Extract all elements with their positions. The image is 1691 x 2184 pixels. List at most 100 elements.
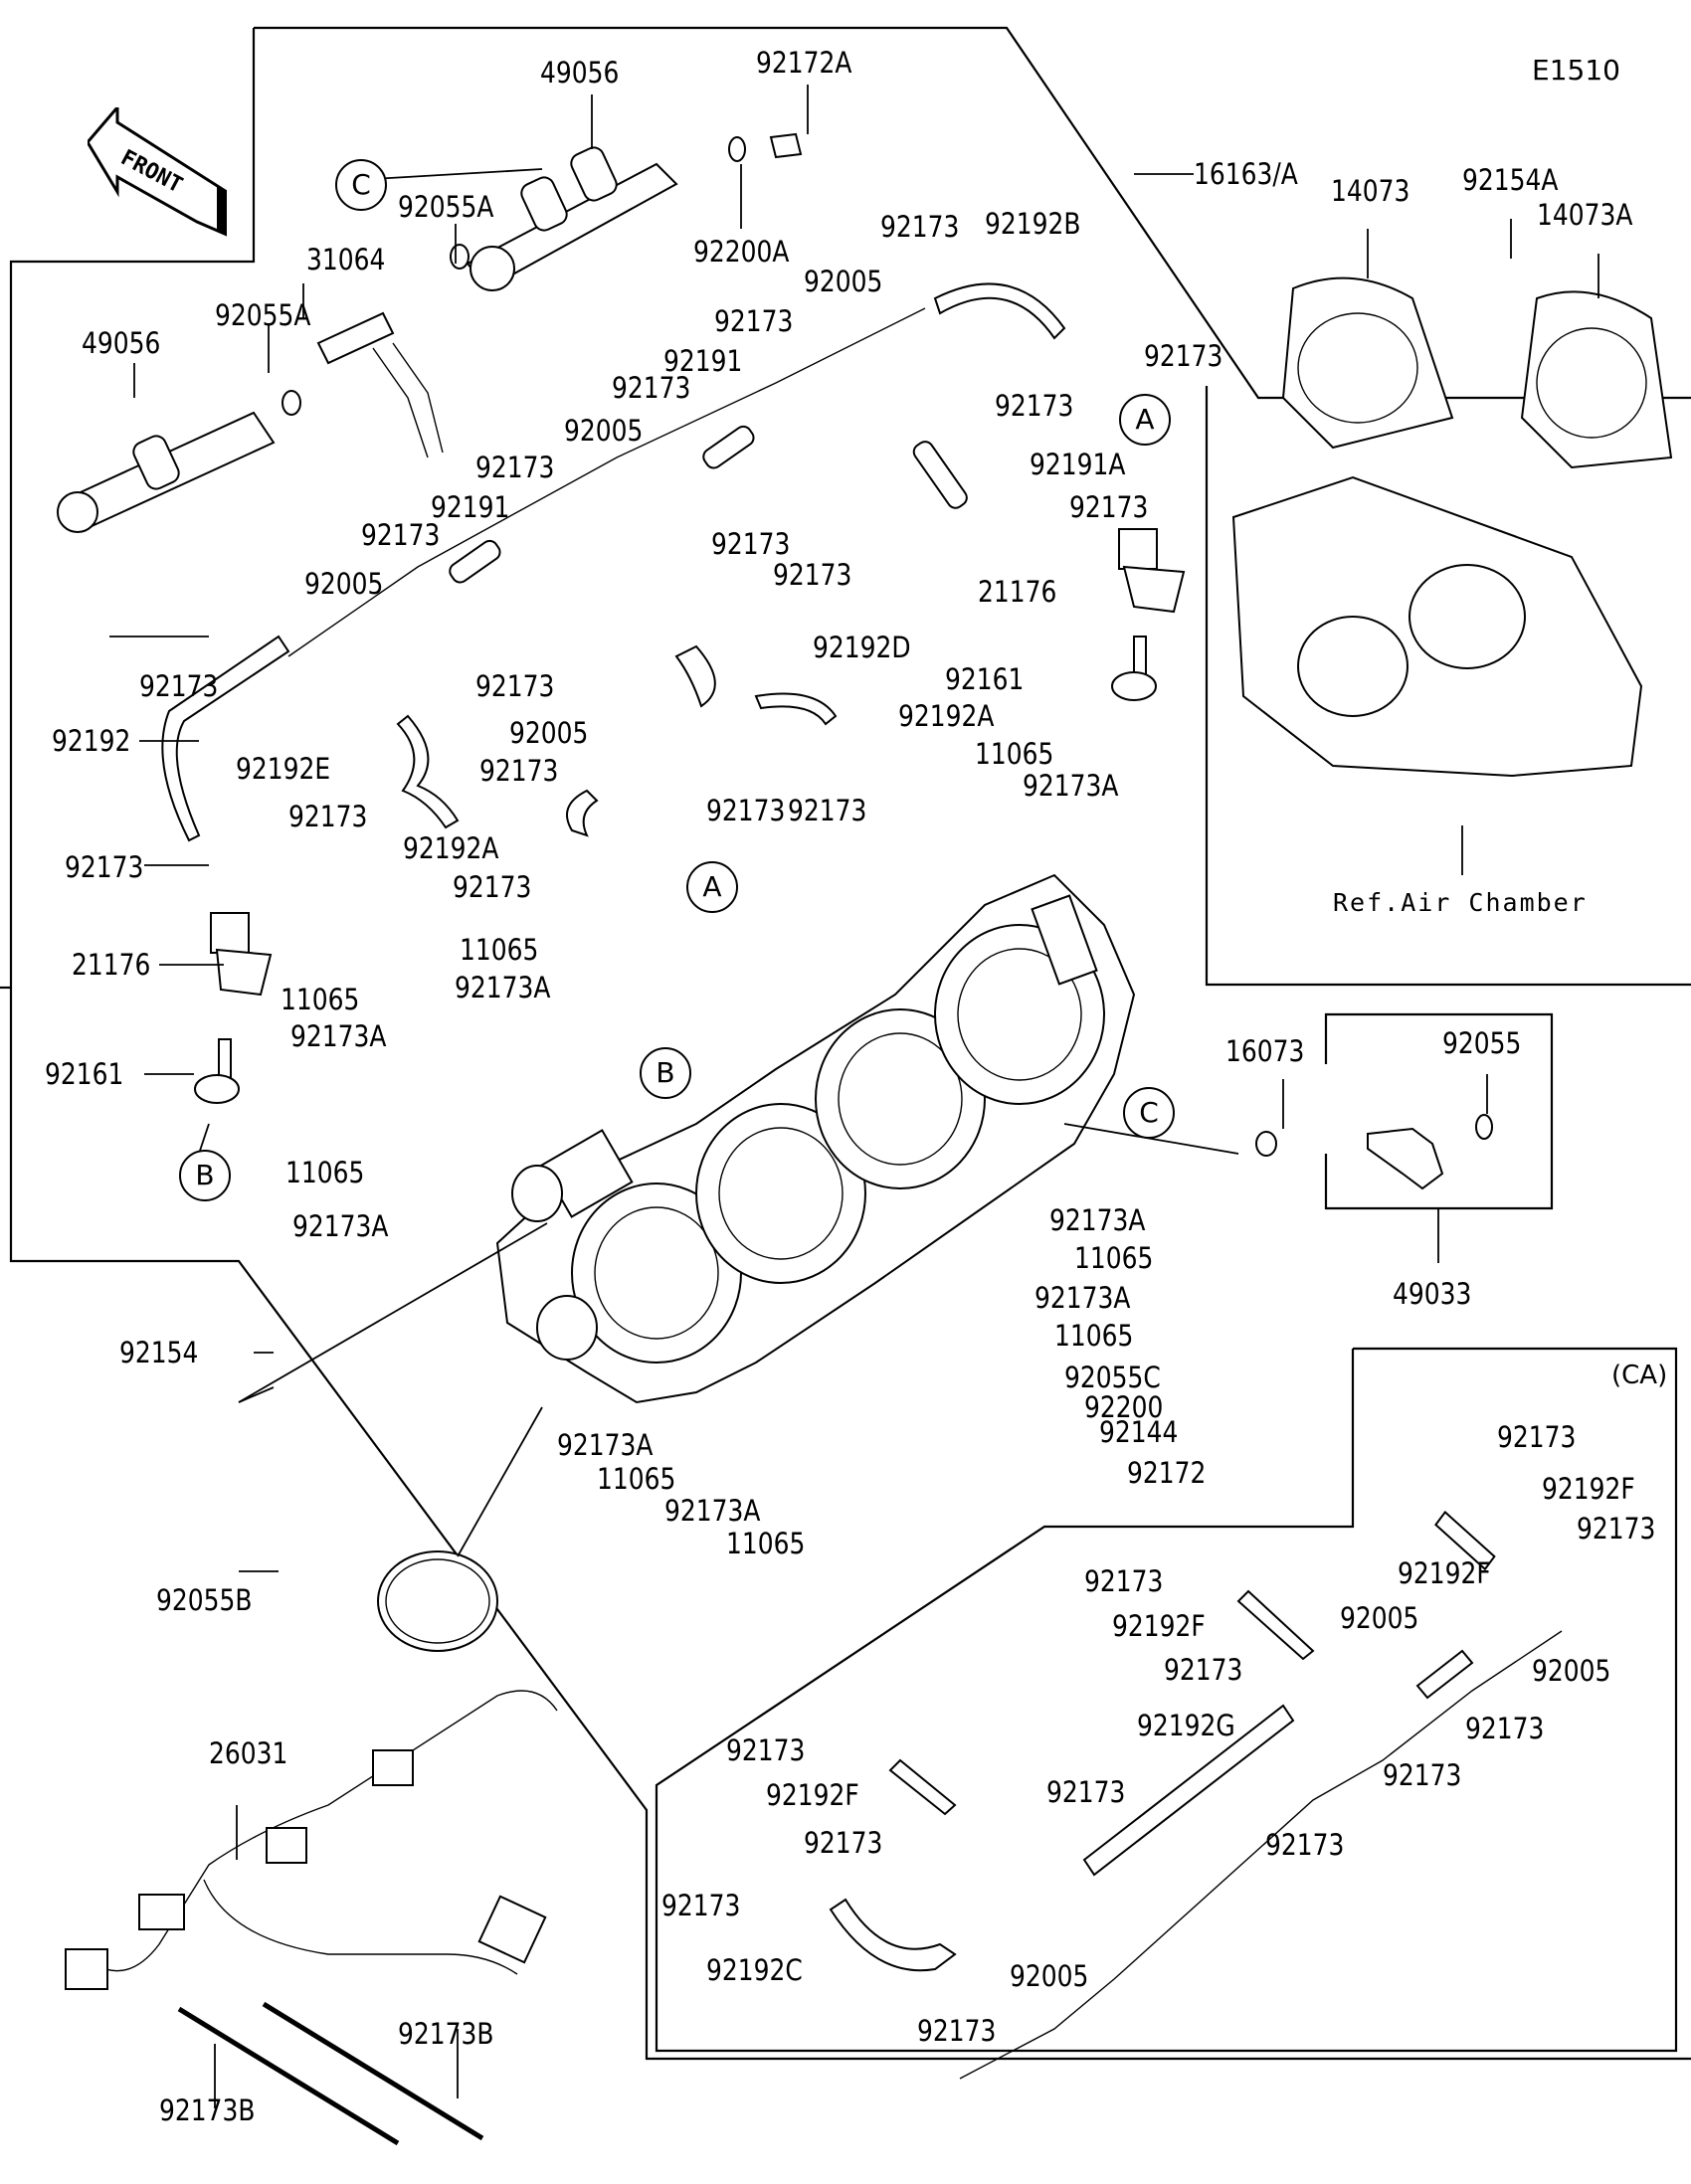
part-label[interactable]: 92192F [1112, 1609, 1206, 1643]
part-label[interactable]: 92173 [453, 870, 532, 904]
ref-marker-a-body: A [686, 861, 738, 913]
part-label[interactable]: 92173A [664, 1494, 761, 1528]
part-label[interactable]: 92173A [1034, 1281, 1131, 1315]
part-label[interactable]: 92055 [1442, 1026, 1522, 1060]
part-label[interactable]: 92173 [139, 669, 219, 703]
part-label[interactable]: 92173 [612, 371, 691, 405]
part-label[interactable]: 92173 [1144, 339, 1223, 373]
part-label[interactable]: 92173 [714, 304, 794, 338]
part-label[interactable]: 92173 [1383, 1758, 1462, 1792]
part-label[interactable]: 14073 [1331, 174, 1410, 208]
part-label[interactable]: 92173 [711, 527, 791, 561]
part-label[interactable]: 92191 [431, 490, 510, 524]
part-label[interactable]: 92161 [945, 662, 1025, 696]
part-label[interactable]: 92144 [1099, 1415, 1179, 1449]
part-label[interactable]: 11065 [1074, 1241, 1154, 1275]
part-label[interactable]: 11065 [597, 1462, 676, 1496]
fuel-rail-lower [57, 411, 276, 533]
part-label[interactable]: 92173 [1164, 1653, 1243, 1687]
part-label[interactable]: 92173 [1577, 1512, 1656, 1546]
map-sensor-right [1118, 528, 1186, 614]
part-label[interactable]: 92192F [1398, 1556, 1491, 1590]
part-label[interactable]: 92173 [880, 210, 960, 244]
part-label[interactable]: 92173A [557, 1428, 654, 1462]
part-label[interactable]: 92191 [663, 344, 743, 378]
part-label[interactable]: 11065 [1054, 1319, 1134, 1353]
part-label[interactable]: 92005 [1340, 1601, 1419, 1635]
part-label[interactable]: 16073 [1225, 1034, 1305, 1068]
part-label[interactable]: 92173 [917, 2014, 997, 2048]
part-label[interactable]: 92173A [1049, 1203, 1146, 1237]
part-label[interactable]: 49056 [540, 56, 620, 90]
part-label[interactable]: 92005 [1532, 1654, 1611, 1688]
part-label[interactable]: 92055A [215, 298, 311, 332]
part-label[interactable]: 92173 [361, 518, 441, 552]
part-label[interactable]: 92173 [288, 800, 368, 833]
part-label[interactable]: 14073A [1537, 198, 1633, 232]
part-label[interactable]: 92173A [292, 1209, 389, 1243]
part-label[interactable]: 11065 [460, 933, 539, 967]
part-label[interactable]: 11065 [975, 737, 1054, 771]
part-label[interactable]: 92173A [290, 1019, 387, 1053]
part-label[interactable]: 92192D [813, 631, 911, 664]
part-label[interactable]: 11065 [281, 983, 360, 1016]
part-label[interactable]: 92173 [1465, 1712, 1545, 1745]
cable-tie-2 [262, 2001, 484, 2141]
part-label[interactable]: 92173A [455, 971, 551, 1004]
part-label[interactable]: 21176 [72, 948, 151, 982]
part-label[interactable]: 92005 [509, 716, 589, 750]
plug-right [1111, 636, 1157, 701]
part-label[interactable]: 21176 [978, 575, 1057, 609]
part-label[interactable]: 92173B [159, 2093, 256, 2127]
part-label[interactable]: 92191A [1030, 448, 1126, 481]
part-label[interactable]: 92200 [1084, 1390, 1164, 1424]
part-label[interactable]: 92173 [1069, 490, 1149, 524]
part-label[interactable]: 92005 [804, 265, 883, 298]
part-label[interactable]: 92154A [1462, 163, 1559, 197]
part-label[interactable]: 92192F [1542, 1472, 1635, 1506]
part-label[interactable]: 92005 [564, 414, 644, 448]
part-label[interactable]: 92154 [119, 1336, 199, 1369]
part-label[interactable]: 92173 [1265, 1828, 1345, 1862]
part-label[interactable]: 92173 [1497, 1420, 1577, 1454]
part-label[interactable]: 92192 [52, 724, 131, 758]
part-label[interactable]: 92173 [475, 669, 555, 703]
part-label[interactable]: 92173 [475, 451, 555, 484]
part-label[interactable]: 92173 [706, 794, 786, 827]
part-label[interactable]: 92173 [479, 754, 559, 788]
part-label[interactable]: 92173 [773, 558, 852, 592]
part-label[interactable]: 11065 [285, 1156, 365, 1189]
part-label[interactable]: 92173 [788, 794, 867, 827]
part-label[interactable]: 92161 [45, 1057, 124, 1091]
part-label[interactable]: 92173 [726, 1733, 806, 1767]
part-label[interactable]: 92055C [1064, 1361, 1161, 1394]
part-label[interactable]: 92005 [1010, 1959, 1089, 1993]
part-label[interactable]: 26031 [209, 1736, 288, 1770]
part-label[interactable]: 92055A [398, 190, 494, 224]
part-label[interactable]: 92192C [706, 1953, 803, 1987]
part-label[interactable]: 16163/A [1194, 157, 1298, 191]
part-label[interactable]: 11065 [726, 1527, 806, 1560]
part-label[interactable]: 92172A [756, 46, 852, 80]
part-label[interactable]: 92192A [403, 831, 499, 865]
part-label[interactable]: 92173 [995, 389, 1074, 423]
part-label[interactable]: 92173 [661, 1889, 741, 1922]
part-label[interactable]: 92172 [1127, 1456, 1207, 1490]
part-label[interactable]: 92005 [304, 567, 384, 601]
part-label[interactable]: 92055B [156, 1583, 253, 1617]
part-label[interactable]: 92192G [1137, 1709, 1235, 1742]
part-label[interactable]: 92173 [1084, 1564, 1164, 1598]
part-label[interactable]: 49056 [82, 326, 161, 360]
part-label[interactable]: 92192F [766, 1778, 859, 1812]
part-label[interactable]: 92173 [804, 1826, 883, 1860]
part-label[interactable]: 92173 [65, 850, 144, 884]
part-label[interactable]: 92192E [236, 752, 331, 786]
part-label[interactable]: 49033 [1393, 1277, 1472, 1311]
part-label[interactable]: 92173 [1046, 1775, 1126, 1809]
part-label[interactable]: 92173A [1023, 769, 1119, 803]
part-label[interactable]: 92192B [985, 207, 1081, 241]
part-label[interactable]: 92192A [898, 699, 995, 733]
part-label[interactable]: 92173B [398, 2017, 494, 2051]
part-label[interactable]: 92200A [693, 235, 790, 269]
part-label[interactable]: 31064 [306, 243, 386, 276]
